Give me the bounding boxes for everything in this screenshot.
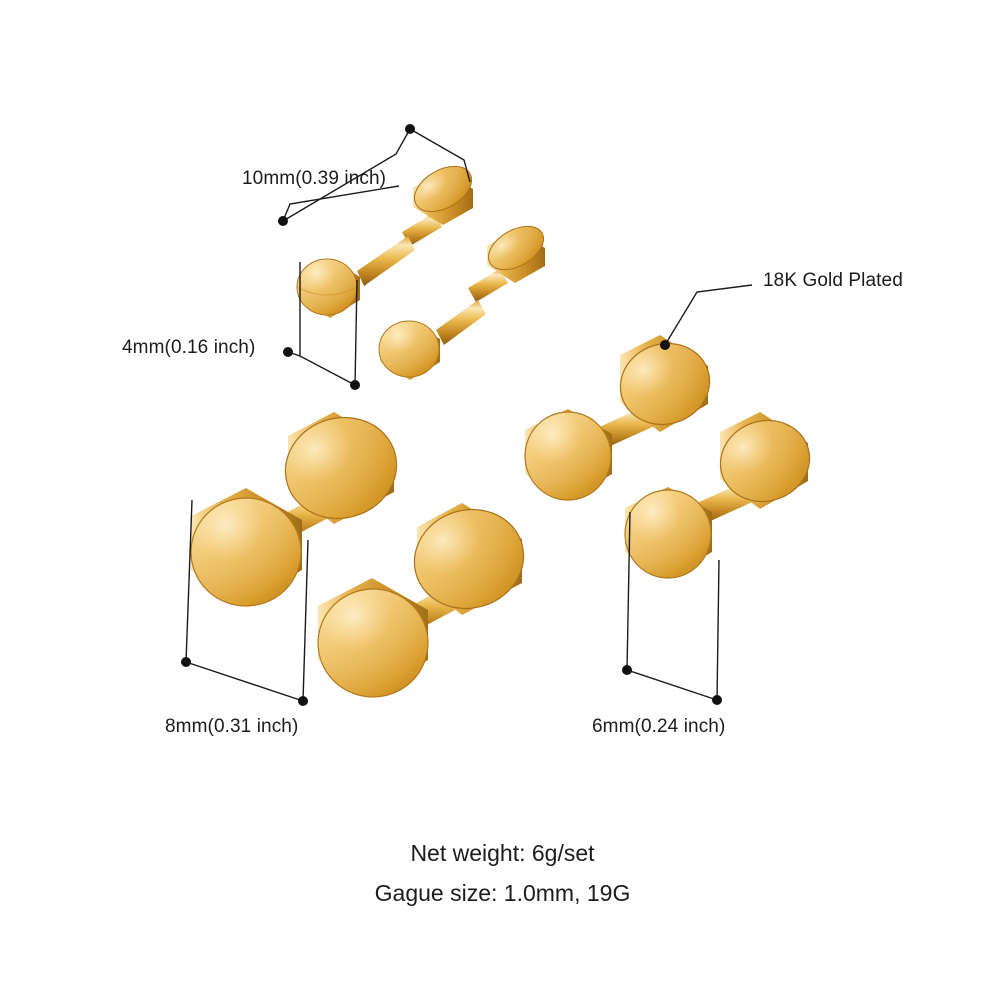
caption-gauge-size: Gague size: 1.0mm, 19G <box>374 880 631 906</box>
annotation-length-10mm: 10mm(0.39 inch) <box>242 168 387 189</box>
leader-10mm <box>282 128 411 222</box>
leader-dot-10mm-top <box>405 124 415 134</box>
leader-dot-8mm-left <box>181 657 191 667</box>
leader-6mm-left <box>626 511 631 671</box>
leader-dot-8mm-right <box>298 696 308 706</box>
leader-dot-6mm-right <box>712 695 722 705</box>
earring-4mm-back <box>296 165 473 318</box>
leader-dot-4mm-right <box>350 380 360 390</box>
annotation-18k-gold-plated: 18K Gold Plated <box>763 270 903 291</box>
earring-6mm-front <box>624 412 811 579</box>
caption-net-weight: Net weight: 6g/set <box>410 840 595 866</box>
leader-8mm-right <box>302 539 309 702</box>
earring-8mm-front <box>317 503 525 698</box>
leader-6mm-right <box>716 559 720 701</box>
earring-8mm-back <box>190 412 398 607</box>
leader-4mm <box>287 351 356 386</box>
leader-dot-6mm-left <box>622 665 632 675</box>
leader-6mm-base <box>626 669 718 701</box>
leader-10mm-right <box>409 128 471 183</box>
annotation-thickness-4mm: 4mm(0.16 inch) <box>122 337 256 358</box>
annotation-diameter-8mm: 8mm(0.31 inch) <box>165 716 299 737</box>
leader-4mm-vert-right <box>354 279 358 386</box>
leader-8mm-base <box>185 661 304 702</box>
annotation-diameter-6mm: 6mm(0.24 inch) <box>592 716 726 737</box>
leader-10mm-lower <box>282 185 400 222</box>
leader-dot-18k <box>660 340 670 350</box>
leader-dot-10mm-left <box>278 216 288 226</box>
leader-8mm-left <box>185 499 193 663</box>
earring-6mm-back <box>524 335 711 501</box>
leader-dot-4mm-left <box>283 347 293 357</box>
earring-4mm-front <box>378 225 545 380</box>
leader-18k <box>664 284 753 346</box>
